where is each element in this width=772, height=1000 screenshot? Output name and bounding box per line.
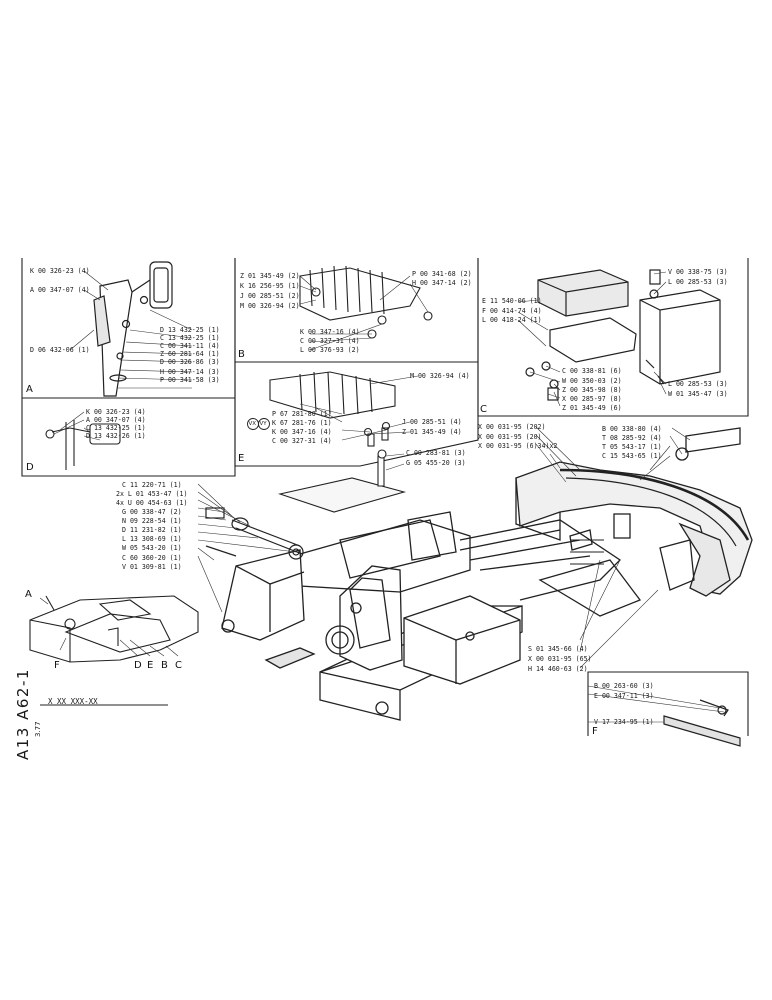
- part-label: P 00 341-58 (3): [160, 376, 220, 384]
- part-label: D 13 432-26 (1): [86, 432, 146, 440]
- part-label: H 00 347-14 (2): [412, 279, 472, 287]
- bracket-F: [663, 699, 741, 747]
- part-label: B 00 338-80 (4): [602, 425, 662, 433]
- part-label: E 00 347-11 (3): [594, 692, 654, 700]
- part-label: E 11 540-06 (1): [482, 297, 542, 305]
- callout-vy: [258, 418, 270, 430]
- part-label: C 13 432-25 (1): [86, 424, 146, 432]
- overview-label-A: A: [25, 589, 32, 600]
- part-label: A 00 347-07 (4): [86, 416, 146, 424]
- part-label: 4x U 00 454-63 (1): [116, 499, 188, 507]
- overview-label-B: B: [161, 660, 168, 671]
- part-label: W 00 350-03 (2): [562, 377, 622, 385]
- part-label: N 09 228-54 (1): [122, 517, 182, 525]
- part-label: W 05 543-20 (1): [122, 544, 182, 552]
- section-label-C: C: [480, 404, 487, 415]
- battery-assembly: [525, 269, 721, 401]
- part-label: J 00 285-51 (2): [240, 292, 300, 300]
- part-label: C 00 341-11 (4): [160, 342, 220, 350]
- part-label: V 00 338-75 (3): [668, 268, 728, 276]
- part-label: L 00 285-53 (3): [668, 278, 728, 286]
- part-label: P 67 281-80 (1): [272, 410, 332, 418]
- part-label: V 01 309-81 (1): [122, 563, 182, 571]
- part-label: V 17 234-95 (1): [594, 718, 654, 726]
- part-label: C 11 220-71 (1): [122, 481, 182, 489]
- overview-label-E: E: [147, 660, 154, 671]
- part-label: Z 01 345-49 (2): [240, 272, 300, 280]
- part-label: G 00 338-47 (2): [122, 508, 182, 516]
- part-label: F 00 414-74 (4): [482, 307, 542, 315]
- part-label: K 16 256-95 (1): [240, 282, 300, 290]
- part-label: Z 01 345-49 (4): [402, 428, 462, 436]
- part-label: Z 00 345-98 (8): [562, 386, 622, 394]
- part-label: X 00 031-95 (20): [478, 433, 542, 441]
- mirror-assembly: [93, 261, 173, 397]
- panel-F-frame: [587, 671, 749, 736]
- overview-label-D: D: [134, 660, 142, 671]
- part-label: 2x L 01 453-47 (1): [116, 490, 188, 498]
- part-label: C 00 327-31 (4): [272, 437, 332, 445]
- part-label: A 00 347-07 (4): [30, 286, 90, 294]
- section-label-D: D: [26, 462, 34, 473]
- part-label: L 00 376-93 (2): [300, 346, 360, 354]
- part-label: H 00 347-14 (3): [160, 368, 220, 376]
- part-label: T 08 285-92 (4): [602, 434, 662, 442]
- part-label: L 13 308-69 (1): [122, 535, 182, 543]
- part-label: D 00 326-86 (3): [160, 358, 220, 366]
- reference-code: X XX XXX-XX: [48, 697, 98, 706]
- part-label: C 13 432-25 (1): [160, 334, 220, 342]
- panel-C-frame: [477, 258, 749, 417]
- part-label: B 00 263-60 (3): [594, 682, 654, 690]
- part-label: K 00 347-16 (4): [300, 328, 360, 336]
- section-label-F: F: [592, 726, 598, 737]
- section-label-E: E: [238, 453, 245, 464]
- part-label: D 13 432-25 (1): [160, 326, 220, 334]
- part-label: H 14 460-63 (2): [528, 665, 588, 673]
- edition-number: 3.77: [34, 721, 42, 737]
- part-label: X 00 031-95 (65): [528, 655, 592, 663]
- part-label: C 00 327-31 (4): [300, 337, 360, 345]
- document-number: A13 A62-1: [14, 668, 32, 760]
- part-label: X 00 285-97 (8): [562, 395, 622, 403]
- part-label: W 01 345-47 (3): [668, 390, 728, 398]
- part-label: J 00 285-51 (4): [402, 418, 462, 426]
- machine-overview: [29, 595, 199, 663]
- overview-label-C: C: [175, 660, 182, 671]
- part-label: K 00 347-16 (4): [272, 428, 332, 436]
- part-label: G 05 455-20 (3): [406, 459, 466, 467]
- section-label-A: A: [26, 384, 33, 395]
- part-label: T 05 543-17 (1): [602, 443, 662, 451]
- part-label: L 00 418-24 (1): [482, 316, 542, 324]
- shaft-assembly: [205, 507, 304, 560]
- part-label: K 67 281-76 (1): [272, 419, 332, 427]
- part-label: M 00 326-94 (4): [410, 372, 470, 380]
- part-label: C 00 338-81 (6): [562, 367, 622, 375]
- part-label: X 00 031-95 (202): [478, 423, 546, 431]
- part-label: X 00 031-95 (6)34)x2: [478, 442, 558, 450]
- part-label: C 60 360-20 (1): [122, 554, 182, 562]
- part-label: C 15 543-65 (1): [602, 452, 662, 460]
- part-label: L 00 285-53 (3): [668, 380, 728, 388]
- part-label: D 06 432-06 (1): [30, 346, 90, 354]
- part-label: K 00 326-23 (4): [30, 267, 90, 275]
- part-label: C 00 283-81 (3): [406, 449, 466, 457]
- tank-plate: [277, 449, 407, 513]
- part-label: Z 60 281-64 (1): [160, 350, 220, 358]
- section-label-B: B: [238, 349, 245, 360]
- part-label: M 00 326-94 (2): [240, 302, 300, 310]
- grille-plate-E: [269, 371, 396, 447]
- part-label: K 00 326-23 (4): [86, 408, 146, 416]
- part-label: S 01 345-66 (4): [528, 645, 588, 653]
- counterweight: [515, 427, 753, 597]
- overview-label-F: F: [54, 660, 60, 671]
- part-label: P 00 341-68 (2): [412, 270, 472, 278]
- machine-frame: [221, 511, 642, 721]
- callout-vx-text: VX: [248, 421, 257, 427]
- leader-lines: [39, 270, 725, 723]
- callout-vy-text: VY: [259, 421, 267, 427]
- part-label: D 11 231-82 (1): [122, 526, 182, 534]
- part-label: Z 01 345-49 (6): [562, 404, 622, 412]
